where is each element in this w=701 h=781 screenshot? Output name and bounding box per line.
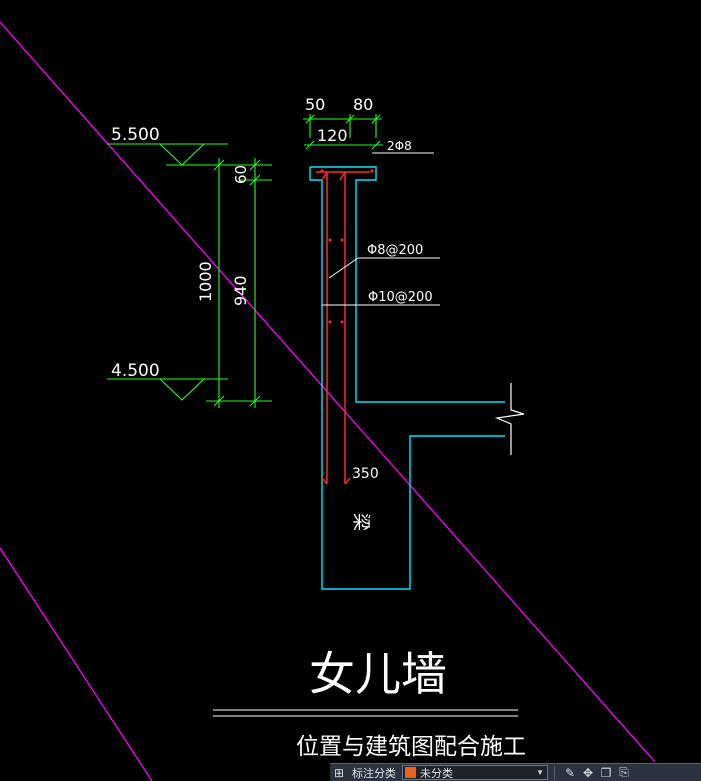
leader-lines (213, 152, 518, 717)
toolbar-divider (554, 765, 555, 780)
drawing-subtitle: 位置与建筑图配合施工 (296, 734, 526, 760)
rebar-lines (316, 171, 370, 485)
dimension-lines (107, 114, 383, 408)
elevation-label-top: 5.500 (111, 125, 160, 145)
rebar-dots (320, 169, 374, 324)
category-color-swatch (405, 767, 416, 778)
dimension-label-1000: 1000 (196, 261, 215, 302)
break-line (494, 383, 525, 455)
construction-line-secondary (0, 547, 153, 781)
rebar-label-stirrup: Φ8@200 (367, 243, 423, 258)
copy-icon[interactable]: ❐ (600, 765, 612, 780)
dimension-label-940: 940 (231, 275, 250, 306)
annotation-category-select[interactable]: 未分类 ▼ (402, 765, 548, 780)
category-select-value: 未分类 (420, 767, 453, 780)
paste-icon[interactable]: ⎘ (619, 765, 629, 779)
rebar-label-vertical: Φ10@200 (368, 290, 433, 305)
dimension-label-120: 120 (317, 126, 348, 145)
annotation-category-label: 标注分类 (352, 767, 396, 780)
chevron-down-icon[interactable]: ▼ (536, 768, 544, 777)
grid-settings-icon[interactable]: ⊞ (333, 765, 345, 780)
dimension-label-80: 80 (353, 95, 373, 114)
dimension-label-350: 350 (352, 466, 379, 482)
move-icon[interactable]: ✥ (582, 765, 594, 780)
drawing-title: 女儿墙 (309, 647, 447, 701)
parapet-outline (309, 166, 505, 590)
dimension-label-50: 50 (305, 95, 325, 114)
dimension-label-60: 60 (232, 165, 250, 184)
rebar-label-top: 2Φ8 (387, 139, 412, 153)
annotation-toolbar: ⊞ 标注分类 未分类 ▼ ✎ ✥ ❐ ⎘ (330, 763, 701, 781)
edit-icon[interactable]: ✎ (564, 765, 576, 780)
elevation-label-bottom: 4.500 (111, 361, 160, 381)
beam-label: 梁 (350, 513, 371, 531)
